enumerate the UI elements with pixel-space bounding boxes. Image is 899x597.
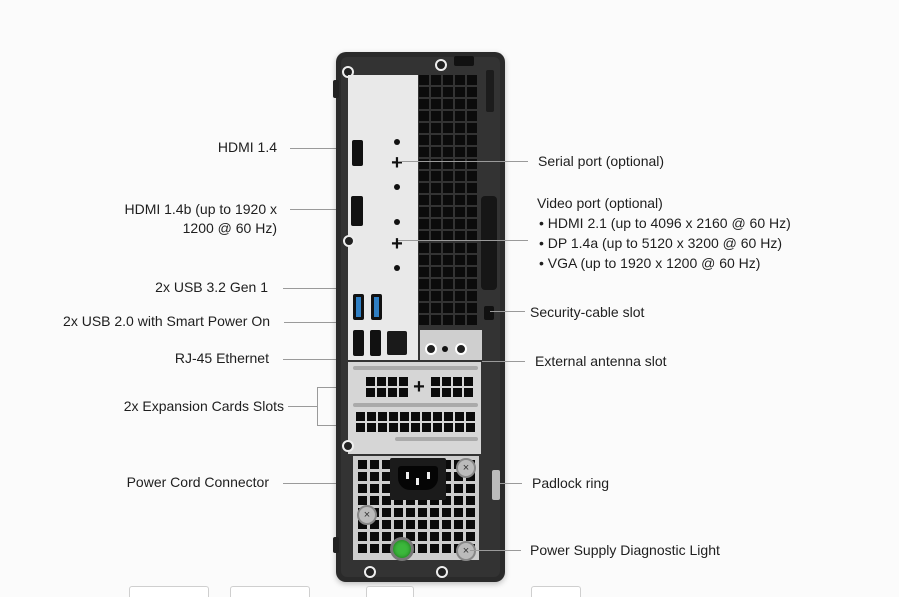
- expansion-rail-1: [353, 366, 478, 370]
- label-hdmi-1-4b-line2: 1200 @ 60 Hz): [182, 220, 277, 236]
- label-video-dp-1-4a: • DP 1.4a (up to 5120 x 3200 @ 60 Hz): [539, 235, 782, 251]
- serial-screw-top: [394, 139, 400, 145]
- hdmi-1-4-port: [352, 140, 363, 166]
- power-inlet: [398, 466, 438, 490]
- bracket-expansion: [317, 387, 318, 426]
- expansion-slot-1-vents-right: [431, 377, 473, 397]
- bottom-thumbnail-3[interactable]: [366, 586, 414, 597]
- top-latch: [454, 56, 474, 66]
- video-port-knockout-icon: +: [391, 233, 403, 255]
- expansion-slot-1-vents-left: [366, 377, 408, 397]
- side-latch-left: [333, 80, 339, 98]
- psu-diagnostic-light: [390, 537, 414, 561]
- leader-line-video: [398, 240, 528, 241]
- serial-screw-bottom: [394, 184, 400, 190]
- label-video-port-title: Video port (optional): [537, 195, 663, 211]
- usb-2-0-port-2: [370, 330, 381, 356]
- leader-line-usb-3-2: [283, 288, 358, 289]
- bottom-thumbnail-2[interactable]: [230, 586, 310, 597]
- side-latch-bottom: [333, 537, 339, 553]
- security-cable-slot: [484, 306, 494, 320]
- label-video-hdmi-2-1: • HDMI 2.1 (up to 4096 x 2160 @ 60 Hz): [539, 215, 791, 231]
- label-rj45: RJ-45 Ethernet: [174, 350, 269, 366]
- expansion-slot-1-knockout-icon: +: [413, 376, 425, 398]
- label-psu-diagnostic-light: Power Supply Diagnostic Light: [530, 542, 720, 558]
- hdmi-1-4b-port: [351, 196, 363, 226]
- antenna-slot-1-icon: [425, 343, 437, 355]
- padlock-ring: [492, 470, 500, 500]
- usb-2-0-port-1: [353, 330, 364, 356]
- leader-line-padlock: [500, 483, 522, 484]
- leader-line-expansion: [288, 406, 317, 407]
- expansion-slot-2-vents: [356, 412, 475, 432]
- psu-screw-bottom-right: ×: [456, 541, 476, 561]
- rj45-port: [387, 331, 407, 355]
- bottom-thumbnail-4[interactable]: [531, 586, 581, 597]
- psu-screw-mid-left: ×: [357, 505, 377, 525]
- bottom-thumbnail-1[interactable]: [129, 586, 209, 597]
- expansion-rail-2: [353, 403, 478, 407]
- right-slot-indent: [486, 70, 494, 112]
- label-power-cord: Power Cord Connector: [126, 474, 269, 490]
- label-external-antenna-slot: External antenna slot: [535, 353, 667, 369]
- vent-grid-main: [419, 75, 477, 349]
- leader-line-hdmi-1-4: [290, 148, 352, 149]
- serial-port-knockout-icon: +: [391, 152, 403, 174]
- leader-line-psu-light: [470, 550, 521, 551]
- usb-3-2-port-1: [353, 294, 364, 320]
- case-screw-hole-bottom-left: [364, 566, 376, 578]
- video-port-cover: [481, 196, 497, 290]
- antenna-plate-screw: [442, 346, 448, 352]
- expansion-rail-3: [395, 437, 478, 441]
- usb-3-2-port-2: [371, 294, 382, 320]
- label-usb-3-2: 2x USB 3.2 Gen 1: [155, 279, 268, 295]
- case-screw-hole-left: [343, 235, 355, 247]
- label-expansion-slots: 2x Expansion Cards Slots: [123, 398, 284, 414]
- label-padlock-ring: Padlock ring: [532, 475, 610, 491]
- leader-line-security: [490, 311, 525, 312]
- video-screw-bottom: [394, 265, 400, 271]
- label-hdmi-1-4b-line1: HDMI 1.4b (up to 1920 x: [124, 201, 277, 217]
- power-cord-connector: [390, 458, 446, 500]
- leader-line-serial: [398, 161, 528, 162]
- label-security-cable-slot: Security-cable slot: [530, 304, 645, 320]
- label-serial-port: Serial port (optional): [538, 153, 665, 169]
- case-screw-hole-mid-left: [342, 440, 354, 452]
- leader-line-usb-2-0: [284, 322, 358, 323]
- antenna-slot-2-icon: [455, 343, 467, 355]
- psu-screw-top-right: ×: [456, 458, 476, 478]
- label-usb-2-0: 2x USB 2.0 with Smart Power On: [63, 313, 270, 329]
- case-screw-hole-top-mid: [435, 59, 447, 71]
- leader-line-hdmi-1-4b: [290, 209, 352, 210]
- video-screw-top: [394, 219, 400, 225]
- case-screw-hole-bottom-right: [436, 566, 448, 578]
- label-hdmi-1-4: HDMI 1.4: [217, 139, 277, 155]
- label-video-vga: • VGA (up to 1920 x 1200 @ 60 Hz): [539, 255, 761, 271]
- leader-line-antenna: [482, 361, 525, 362]
